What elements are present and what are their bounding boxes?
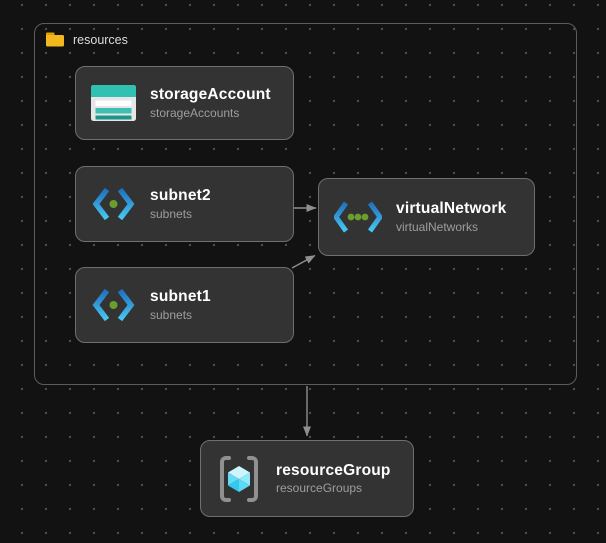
node-virtual-network[interactable]: virtualNetwork virtualNetworks	[318, 178, 535, 256]
node-subtitle: subnets	[150, 206, 193, 221]
node-subnet2[interactable]: subnet2 subnets	[75, 166, 294, 242]
node-title: subnet1	[150, 288, 211, 305]
storage-account-icon	[91, 85, 136, 121]
virtual-network-icon	[334, 201, 382, 233]
node-subtitle: resourceGroups	[276, 481, 363, 496]
node-text: storageAccount storageAccounts	[150, 86, 271, 120]
node-subtitle: subnets	[150, 307, 193, 322]
subnet-icon	[92, 288, 135, 322]
node-subnet1[interactable]: subnet1 subnets	[75, 267, 294, 343]
node-title: virtualNetwork	[396, 200, 507, 217]
node-storage-account[interactable]: storageAccount storageAccounts	[75, 66, 294, 140]
node-resource-group[interactable]: resourceGroup resourceGroups	[200, 440, 414, 517]
resources-group-label: resources	[73, 32, 128, 47]
resources-group-header: resources	[46, 32, 128, 47]
folder-icon	[46, 32, 64, 47]
node-title: resourceGroup	[276, 461, 391, 479]
resource-group-icon	[220, 455, 258, 502]
resources-group: resources	[34, 23, 577, 385]
node-text: resourceGroup resourceGroups	[276, 462, 391, 496]
node-text: subnet1 subnets	[150, 288, 211, 322]
subnet-icon	[92, 187, 135, 221]
node-title: storageAccount	[150, 86, 271, 103]
node-text: subnet2 subnets	[150, 187, 211, 221]
node-subtitle: virtualNetworks	[396, 219, 479, 234]
node-text: virtualNetwork virtualNetworks	[396, 200, 506, 234]
node-subtitle: storageAccounts	[150, 105, 240, 120]
node-title: subnet2	[150, 187, 211, 204]
